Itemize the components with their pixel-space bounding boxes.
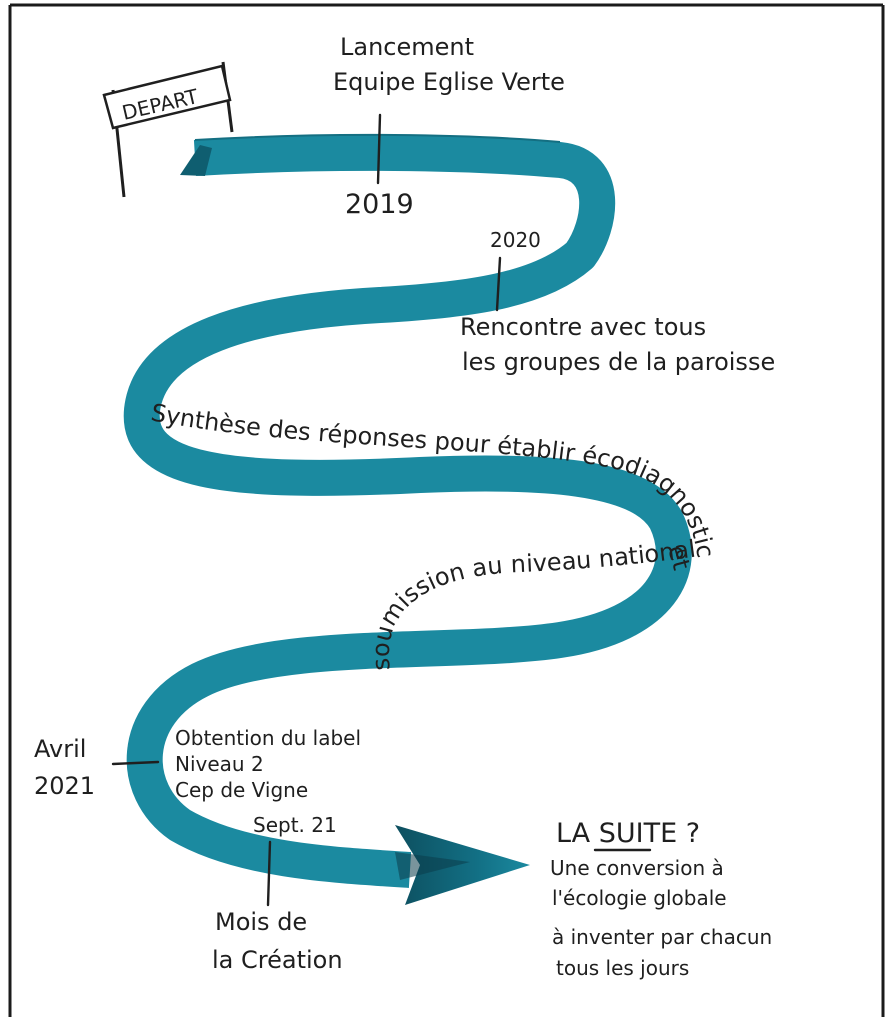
label-date-year: 2021 [34, 772, 95, 800]
label-line1: Obtention du label [175, 726, 361, 750]
next-line-2: l'écologie globale [552, 886, 727, 910]
label-line2: Niveau 2 [175, 752, 264, 776]
milestone-launch: Lancement Equipe Eglise Verte 2019 [333, 33, 565, 220]
page-frame [8, 3, 885, 1017]
next-title: LA SUITE ? [556, 818, 700, 849]
depart-sign: DEPART [102, 61, 234, 198]
milestone-creation: Sept. 21 Mois de la Création [212, 813, 343, 974]
next-line-1: Une conversion à [550, 856, 724, 880]
creation-date: Sept. 21 [253, 813, 337, 837]
timeline-ribbon [123, 133, 692, 905]
creation-line2: la Création [212, 946, 343, 974]
next-line-3: à inventer par chacun [552, 925, 772, 949]
launch-title: Lancement [340, 33, 474, 61]
ribbon-start-icon [180, 145, 212, 176]
milestone-label: Avril 2021 Obtention du label Niveau 2 C… [34, 726, 361, 802]
launch-subtitle: Equipe Eglise Verte [333, 68, 565, 96]
year-2020: 2020 [490, 228, 541, 252]
next-line-4: tous les jours [556, 956, 689, 980]
next-steps: LA SUITE ? Une conversion à l'écologie g… [550, 818, 772, 980]
label-line3: Cep de Vigne [175, 778, 308, 802]
creation-line1: Mois de [215, 908, 307, 936]
label-date-month: Avril [34, 735, 86, 763]
arrow-head-icon [395, 825, 530, 905]
meetings-line1: Rencontre avec tous [460, 313, 706, 341]
year-2019: 2019 [345, 189, 414, 220]
meetings-line2: les groupes de la paroisse [462, 348, 775, 376]
milestone-meetings: 2020 Rencontre avec tous les groupes de … [460, 228, 775, 376]
